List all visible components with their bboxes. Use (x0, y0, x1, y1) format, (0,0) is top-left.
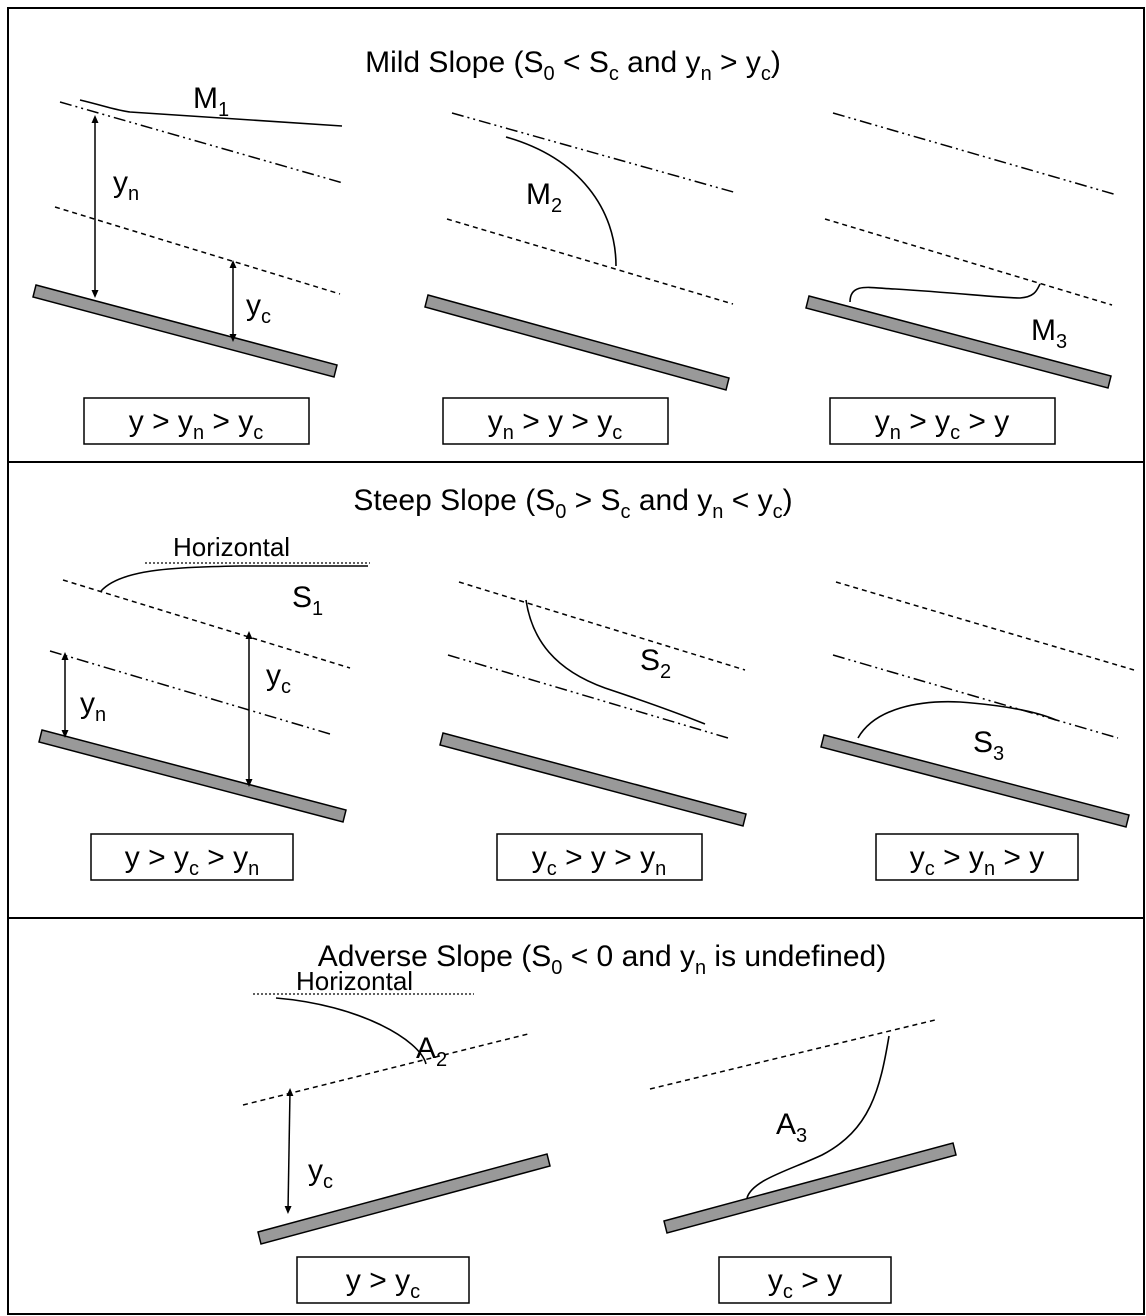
condition-text: y > yn > yc (129, 405, 264, 444)
channel-bed (32, 284, 338, 378)
water-surface-profile (79, 99, 343, 127)
outer-frame (7, 7, 1145, 1315)
horizontal-label: Horizontal (296, 966, 413, 996)
normal-depth-line (447, 654, 729, 739)
critical-depth-line (54, 206, 341, 295)
horizontal-label: Horizontal (173, 532, 290, 562)
water-surface-profile (746, 1035, 890, 1199)
condition-text: yn > yc > y (875, 405, 1010, 444)
profile-name-a3: A3 (776, 1108, 807, 1147)
profile-name-m1: M1 (193, 82, 229, 121)
condition-text: y > yc > yn (125, 841, 260, 880)
yn-label: yn (113, 166, 139, 205)
condition-box (83, 397, 310, 445)
critical-depth-line (649, 1019, 936, 1090)
profile-m3: M3 yn > yc > y (805, 112, 1118, 445)
panel-title-steep: Steep Slope (S0 > Sc and yn < yc) (353, 484, 792, 523)
channel-bed (424, 294, 730, 391)
yc-label: yc (266, 659, 291, 698)
water-surface-profile (525, 599, 706, 725)
condition-box (496, 833, 703, 881)
panel-title-adverse: Adverse Slope (S0 < 0 and yn is undefine… (318, 940, 886, 979)
condition-box (829, 397, 1056, 445)
profile-s3: S3 yc > yn > y (820, 581, 1135, 881)
critical-depth-line (824, 218, 1113, 306)
profile-name-a2: A2 (416, 1032, 447, 1071)
condition-box (875, 833, 1079, 881)
profile-s1: Horizontal S1 yn yc y > yc > yn (38, 532, 370, 881)
profile-a3: A3 yc > y (649, 1019, 957, 1304)
profile-s2: S2 yc > y > yn (439, 581, 747, 881)
condition-box (442, 397, 669, 445)
condition-text: yc > y > yn (532, 841, 667, 880)
water-surface-profile (505, 136, 617, 267)
profile-name-s3: S3 (973, 726, 1004, 765)
critical-depth-line (242, 1033, 529, 1106)
critical-depth-line (446, 218, 734, 305)
profile-a2: Horizontal A2 yc y > yc (242, 966, 551, 1304)
water-surface-profile (100, 565, 368, 592)
channel-bed (439, 732, 747, 827)
condition-text: yn > y > yc (488, 405, 623, 444)
yn-label: yn (80, 687, 106, 726)
channel-bed (820, 734, 1130, 828)
critical-depth-line (835, 581, 1135, 671)
condition-text: yc > yn > y (910, 841, 1045, 880)
condition-text: yc > y (768, 1264, 842, 1303)
water-surface-profile (275, 997, 427, 1065)
profile-m2: M2 yn > y > yc (424, 112, 738, 445)
yc-label: yc (246, 289, 271, 328)
panel-mild-slope: Mild Slope (S0 < Sc and yn > yc) M1 yn y… (32, 46, 1118, 445)
condition-box (718, 1256, 892, 1304)
water-surface-profile (849, 283, 1041, 303)
profile-name-s1: S1 (292, 581, 323, 620)
critical-depth-line (458, 581, 746, 671)
profile-name-m3: M3 (1031, 314, 1067, 353)
normal-depth-line (49, 650, 331, 735)
condition-box (296, 1256, 470, 1304)
condition-text: y > yc (346, 1264, 420, 1303)
channel-bed (38, 729, 347, 823)
panel-title-mild: Mild Slope (S0 < Sc and yn > yc) (365, 46, 781, 85)
normal-depth-line (59, 101, 344, 184)
channel-bed (805, 295, 1112, 389)
yc-label: yc (308, 1154, 333, 1193)
water-surface-profile (857, 700, 1057, 739)
profile-m1: M1 yn yc y > yn > yc (32, 82, 344, 445)
condition-box (90, 833, 294, 881)
channel-bed (257, 1153, 551, 1245)
yc-arrow (284, 1088, 294, 1214)
normal-depth-line (832, 654, 1119, 739)
profile-name-s2: S2 (640, 644, 671, 683)
panel-adverse-slope: Adverse Slope (S0 < 0 and yn is undefine… (242, 940, 957, 1304)
normal-depth-line (451, 112, 738, 194)
profile-name-m2: M2 (526, 178, 562, 217)
panel-steep-slope: Steep Slope (S0 > Sc and yn < yc) Horizo… (38, 484, 1135, 881)
channel-bed (663, 1142, 957, 1234)
normal-depth-line (832, 112, 1118, 196)
